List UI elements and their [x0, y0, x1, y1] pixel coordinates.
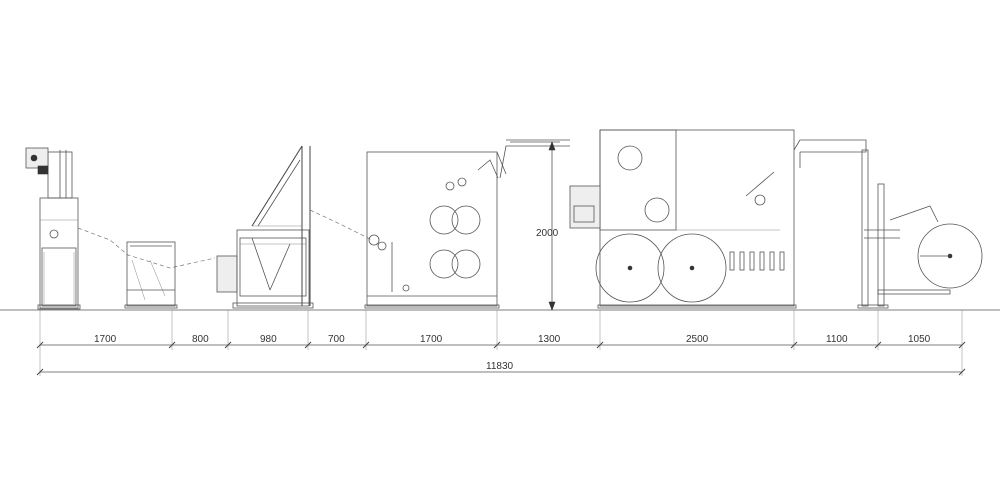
machine-main-unit	[569, 129, 867, 309]
segment-label-9: 1050	[908, 334, 931, 345]
segment-label-8: 1100	[826, 334, 848, 345]
machine-folding-frame	[216, 145, 314, 309]
segment-label-3: 980	[260, 334, 277, 345]
web-path-1	[77, 227, 216, 269]
machine-cart	[124, 241, 178, 309]
segment-label-2: 800	[192, 334, 209, 345]
height-dimension: 2000	[510, 141, 560, 311]
segment-label-1: 1700	[94, 334, 117, 345]
segment-label-6: 1300	[538, 334, 561, 345]
machine-rewinder	[857, 149, 983, 309]
height-label: 2000	[536, 228, 559, 239]
machine-cabinet	[364, 151, 507, 309]
segment-label-4: 700	[328, 334, 345, 345]
segment-label-5: 1700	[420, 334, 443, 345]
dimension-chain: 1700 800 980 700 1700 1300 2500 1100 105…	[36, 310, 966, 376]
web-path-2	[309, 209, 373, 241]
overhead-web	[499, 145, 570, 179]
total-label: 11830	[486, 361, 514, 372]
nozzle-row	[729, 251, 785, 271]
segment-label-7: 2500	[686, 334, 709, 345]
machine-unwind-stand	[25, 147, 81, 310]
